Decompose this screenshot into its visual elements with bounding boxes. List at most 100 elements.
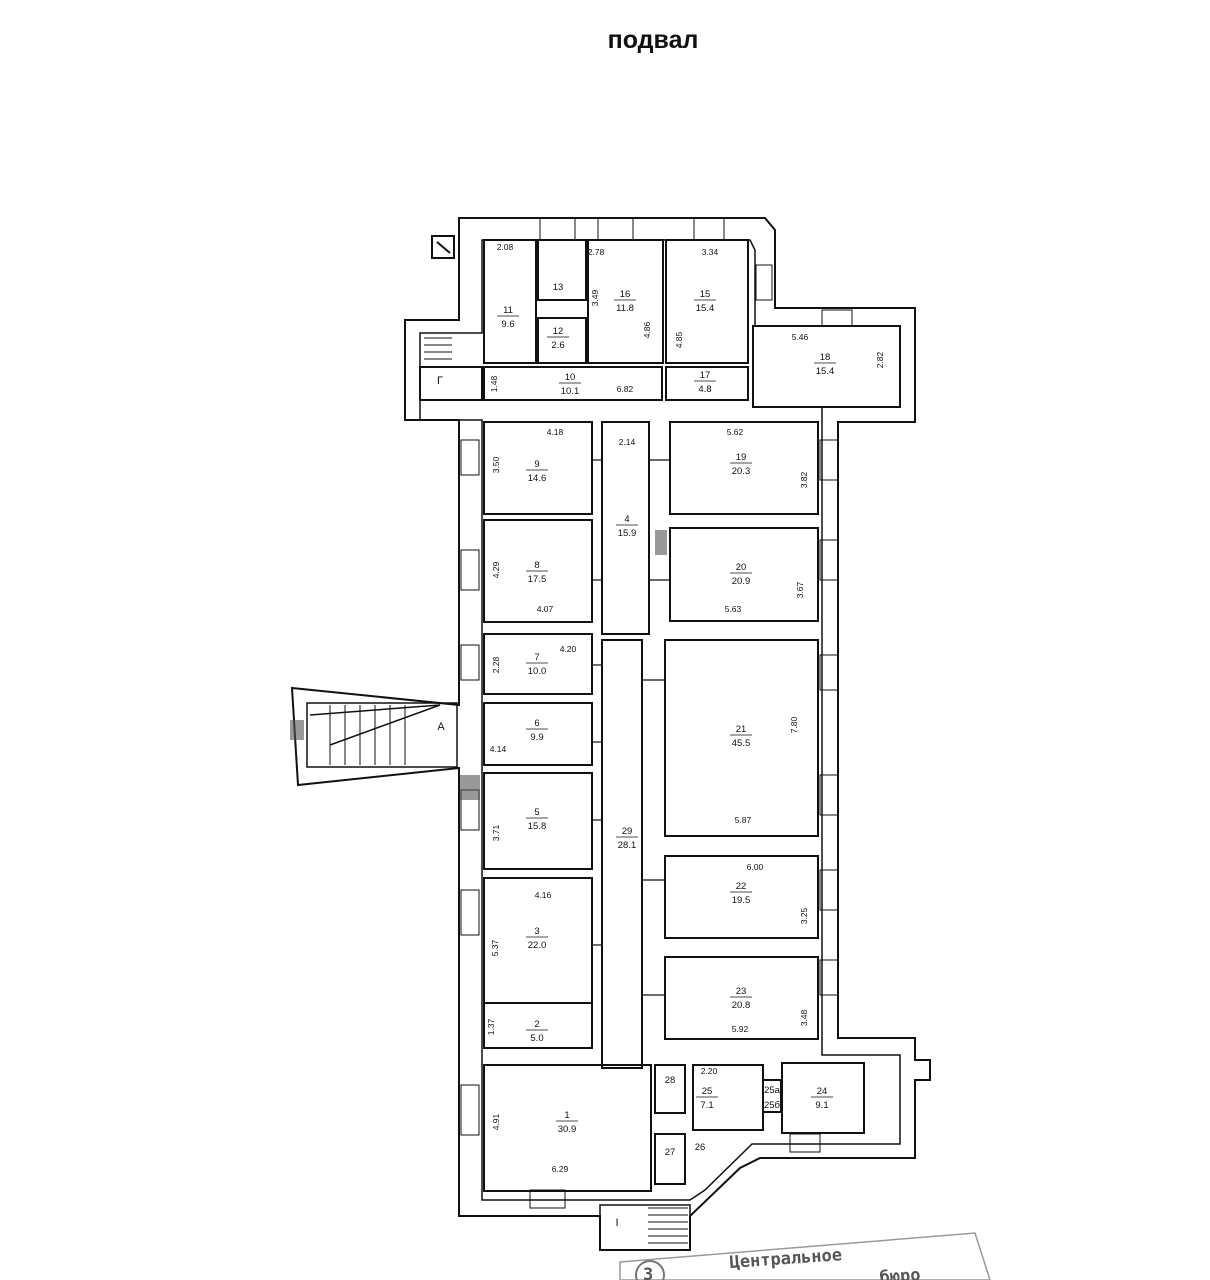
dimension-label: 5.63 bbox=[725, 604, 742, 614]
room-number: 15 bbox=[700, 289, 711, 300]
dimension-label: 4.07 bbox=[537, 604, 554, 614]
entrance-label-g: Г bbox=[437, 375, 443, 387]
room-number: 9 bbox=[534, 459, 539, 470]
dimension-label: 4.29 bbox=[491, 561, 501, 578]
room-27-outline bbox=[654, 1133, 686, 1185]
dimension-label: 7.80 bbox=[789, 716, 799, 733]
stamp-line-2: бюро bbox=[879, 1265, 921, 1280]
room-5-outline bbox=[483, 772, 593, 870]
room-12-outline bbox=[537, 317, 587, 364]
dimension-label: 2.28 bbox=[491, 656, 501, 673]
room-1-outline bbox=[483, 1064, 652, 1192]
room-g-outline bbox=[419, 366, 483, 401]
room-number: 17 bbox=[700, 370, 711, 381]
dimension-label: 5.92 bbox=[732, 1024, 749, 1034]
room-number: 5 bbox=[534, 807, 539, 818]
room-area: 15.9 bbox=[618, 528, 637, 539]
room-number: 24 bbox=[817, 1086, 828, 1097]
room-number: 19 bbox=[736, 452, 747, 463]
room-number: 4 bbox=[624, 514, 629, 525]
room-number: 2 bbox=[534, 1019, 539, 1030]
room-area: 10.0 bbox=[528, 666, 547, 677]
room-9-outline bbox=[483, 421, 593, 515]
room-area: 45.5 bbox=[732, 738, 751, 749]
dimension-label: 3.49 bbox=[590, 289, 600, 306]
room-number: 3 bbox=[534, 926, 539, 937]
room-7-outline bbox=[483, 633, 593, 695]
room-area: 9.1 bbox=[815, 1100, 828, 1111]
room-area: 9.6 bbox=[501, 319, 514, 330]
room-area: 5.0 bbox=[530, 1033, 543, 1044]
room-22-outline bbox=[664, 855, 819, 939]
room-10-outline bbox=[483, 366, 663, 401]
room-number: 10 bbox=[565, 372, 576, 383]
room-area: 20.9 bbox=[732, 576, 751, 587]
room-area: 20.3 bbox=[732, 466, 751, 477]
stamp-mark: 3 bbox=[643, 1265, 653, 1280]
room-number: 20 bbox=[736, 562, 747, 573]
room-area: 14.6 bbox=[528, 473, 547, 484]
dimension-label: 3.82 bbox=[799, 471, 809, 488]
dimension-label: 4.16 bbox=[535, 890, 552, 900]
building-outline bbox=[290, 217, 931, 1251]
room-area: 15.4 bbox=[696, 303, 715, 314]
dimension-label: 2.08 bbox=[497, 242, 514, 252]
dimension-label: 3.48 bbox=[799, 1009, 809, 1026]
dimension-label: 5.62 bbox=[727, 427, 744, 437]
room-4-outline bbox=[601, 421, 650, 635]
room-number: 23 bbox=[736, 986, 747, 997]
room-number: 28 bbox=[665, 1075, 676, 1086]
dimension-label: 5.87 bbox=[735, 815, 752, 825]
room-area: 22.0 bbox=[528, 940, 547, 951]
dimension-label: 4.20 bbox=[560, 644, 577, 654]
room-number: 21 bbox=[736, 724, 747, 735]
room-area: 19.5 bbox=[732, 895, 751, 906]
room-area: 28.1 bbox=[618, 840, 637, 851]
room-number: 25а bbox=[764, 1085, 781, 1096]
room-21-outline bbox=[664, 639, 819, 837]
room-29-outline bbox=[601, 639, 643, 1069]
dimension-label: 5.37 bbox=[490, 939, 500, 956]
dimension-label: 2.78 bbox=[588, 247, 605, 257]
room-number: 16 bbox=[620, 289, 631, 300]
entrance-label-i: I bbox=[615, 1217, 618, 1229]
room-28-outline bbox=[654, 1064, 686, 1114]
room-number: 11 bbox=[503, 305, 513, 316]
room-19-outline bbox=[669, 421, 819, 515]
stamp-line-1: Центральное bbox=[729, 1245, 843, 1273]
dimension-label: 3.50 bbox=[491, 456, 501, 473]
room-number: 18 bbox=[820, 352, 831, 363]
bureau-stamp: 3 Центральное бюро bbox=[619, 1232, 991, 1280]
room-number: 29 bbox=[622, 826, 633, 837]
dimension-label: 2.14 bbox=[619, 437, 636, 447]
room-8-outline bbox=[483, 519, 593, 623]
dimension-label: 4.14 bbox=[490, 744, 507, 754]
room-20-outline bbox=[669, 527, 819, 622]
dimension-label: 6.82 bbox=[617, 384, 634, 394]
dimension-label: 3.71 bbox=[491, 824, 501, 841]
dimension-label: 5.46 bbox=[792, 332, 809, 342]
dimension-label: 4.18 bbox=[547, 427, 564, 437]
room-area: 10.1 bbox=[561, 386, 580, 397]
dimension-label: 4.91 bbox=[491, 1113, 501, 1130]
page-title: подвал bbox=[607, 26, 699, 54]
room-number: 26 bbox=[695, 1142, 706, 1153]
room-24-outline bbox=[781, 1062, 865, 1134]
room-number: 27 bbox=[665, 1147, 676, 1158]
room-area: 17.5 bbox=[528, 574, 547, 585]
room-23-outline bbox=[664, 956, 819, 1040]
room-17-outline bbox=[665, 366, 749, 401]
room-number: 12 bbox=[553, 326, 564, 337]
room-number: 25 bbox=[702, 1086, 713, 1097]
dimension-label: 3.25 bbox=[799, 907, 809, 924]
dimension-label: 1.48 bbox=[489, 375, 499, 392]
room-area: 7.1 bbox=[700, 1100, 713, 1111]
dimension-label: 2.20 bbox=[701, 1066, 718, 1076]
dimension-label: 1.37 bbox=[486, 1018, 496, 1035]
dimension-label: 4.85 bbox=[674, 331, 684, 348]
room-number: 13 bbox=[553, 282, 564, 293]
dimension-label: 4.86 bbox=[642, 321, 652, 338]
dimension-label: 2.82 bbox=[875, 351, 885, 368]
room-area: 20.8 bbox=[732, 1000, 751, 1011]
